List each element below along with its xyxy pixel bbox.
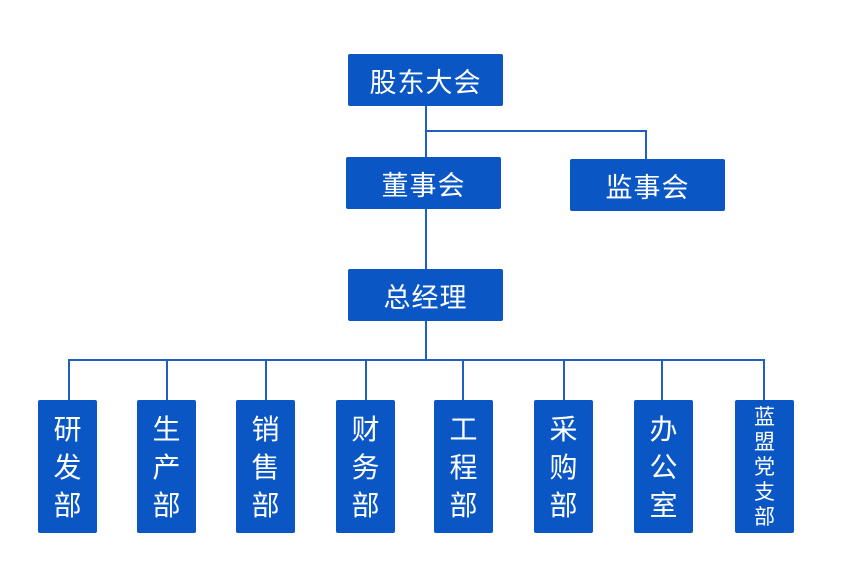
node-department-label: 生产部 xyxy=(152,412,181,522)
node-department: 蓝盟党支部 xyxy=(735,400,794,533)
node-board-of-supervisors-label: 监事会 xyxy=(605,172,690,204)
connector-supervisors-down xyxy=(645,130,647,160)
node-department-label: 工程部 xyxy=(449,412,478,522)
connector-board-to-gm xyxy=(425,209,427,270)
node-department: 生产部 xyxy=(137,400,196,533)
connector-departments-horizontal xyxy=(68,359,765,361)
connector-dept-7 xyxy=(661,359,663,401)
node-department: 财务部 xyxy=(336,400,395,533)
connector-dept-6 xyxy=(563,359,565,401)
connector-dept-8 xyxy=(763,359,765,401)
node-board-of-directors: 董事会 xyxy=(346,157,501,209)
node-department: 研发部 xyxy=(38,400,97,533)
node-board-of-directors-label: 董事会 xyxy=(381,170,466,202)
node-department: 采购部 xyxy=(534,400,593,533)
node-shareholders-meeting: 股东大会 xyxy=(348,54,503,106)
node-department-label: 财务部 xyxy=(351,412,380,522)
connector-gm-down xyxy=(425,321,427,361)
connector-supervisors-horizontal xyxy=(425,130,647,132)
connector-dept-1 xyxy=(68,359,70,401)
node-shareholders-meeting-label: 股东大会 xyxy=(369,67,482,99)
node-department: 销售部 xyxy=(236,400,295,533)
connector-dept-4 xyxy=(365,359,367,401)
node-department: 办公室 xyxy=(634,400,693,533)
node-general-manager-label: 总经理 xyxy=(383,282,468,314)
node-board-of-supervisors: 监事会 xyxy=(570,159,725,211)
connector-dept-2 xyxy=(166,359,168,401)
node-department-label: 采购部 xyxy=(549,412,578,522)
connector-dept-5 xyxy=(462,359,464,401)
node-department-label: 研发部 xyxy=(53,412,82,522)
node-department-label: 销售部 xyxy=(251,412,280,522)
node-department: 工程部 xyxy=(434,400,493,533)
node-general-manager: 总经理 xyxy=(348,269,503,321)
node-department-label: 办公室 xyxy=(649,412,678,522)
node-department-label: 蓝盟党支部 xyxy=(754,405,775,529)
connector-dept-3 xyxy=(265,359,267,401)
connector-shareholders-down xyxy=(425,106,427,158)
